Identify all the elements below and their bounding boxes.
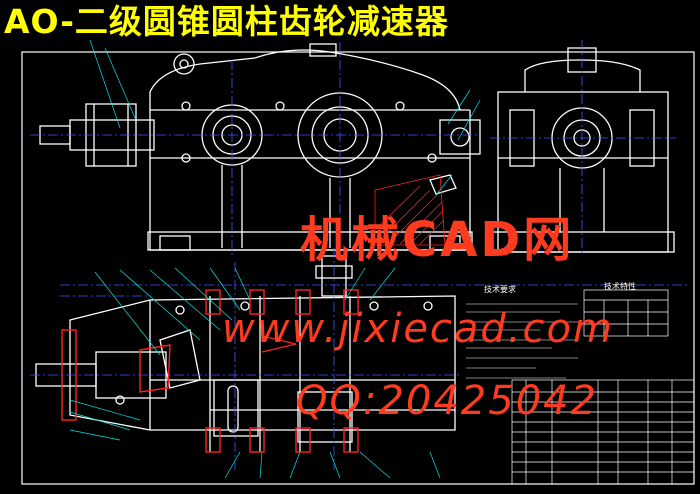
leader-lines [69,39,481,479]
tech-requirements-title: 技术要求 [484,285,516,294]
drawing-title: AO-二级圆锥圆柱齿轮减速器 [4,2,449,41]
tech-spec-table [583,289,669,337]
front-view-section [374,174,446,246]
watermark-site-name: 机械CAD网 [300,212,575,268]
watermark-qq: QQ:20425042 [296,378,599,424]
drawing-border [21,51,695,485]
watermark-url: www.jixiecad.com [222,306,614,352]
plan-section-view [35,255,456,452]
tech-spec-title: 技术特性 [604,282,636,291]
title-block [511,379,695,485]
tech-requirements-lines [466,303,578,379]
centre-lines [30,40,690,470]
